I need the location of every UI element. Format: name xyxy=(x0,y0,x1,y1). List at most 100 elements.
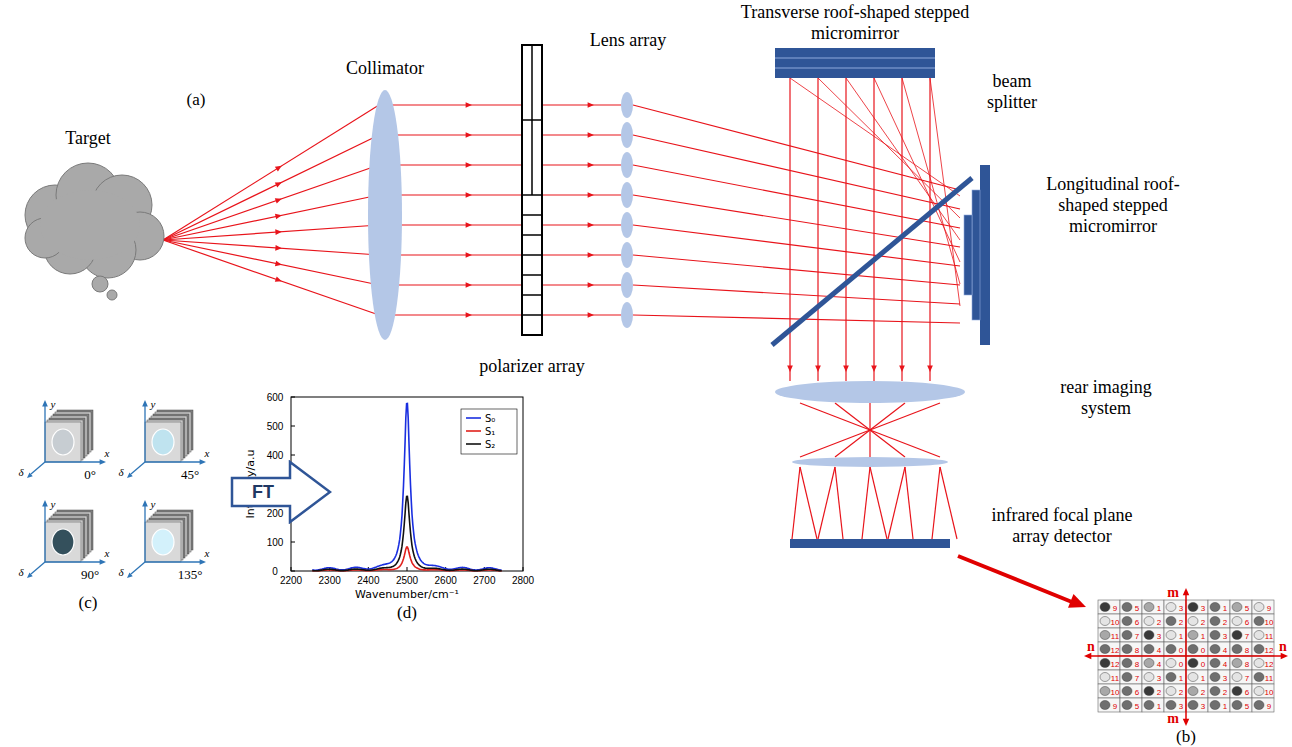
callout-number: 12 xyxy=(1265,645,1274,654)
axis-arrowhead xyxy=(27,473,33,478)
ray-arrowhead xyxy=(275,276,282,281)
scene-thumbnail xyxy=(1254,659,1264,668)
scene-thumbnail xyxy=(1166,673,1176,682)
scene-thumbnail xyxy=(1210,659,1220,668)
scene-thumbnail xyxy=(1166,659,1176,668)
callout-number: 1 xyxy=(1201,631,1205,640)
axis-arrowhead xyxy=(127,573,133,578)
mirror-step xyxy=(775,68,935,69)
light-ray xyxy=(392,194,621,195)
target-cloud xyxy=(25,163,164,300)
grid-cell xyxy=(1098,642,1120,656)
scene-thumbnail xyxy=(1166,631,1176,640)
scene-thumbnail xyxy=(1166,645,1176,654)
callout-number: 7 xyxy=(1245,673,1249,682)
light-ray xyxy=(792,467,800,539)
tick-label: 500 xyxy=(267,421,284,432)
grid-cell xyxy=(1164,614,1186,628)
ray-arrowhead xyxy=(588,312,594,318)
grid-cell xyxy=(1164,670,1186,684)
angle-label: 0° xyxy=(84,467,96,483)
axis-name: y xyxy=(151,498,156,510)
light-ray xyxy=(845,78,846,381)
tick-label: 100 xyxy=(267,537,284,548)
light-ray xyxy=(633,255,960,285)
scene-thumbnail xyxy=(1100,673,1110,682)
light-ray xyxy=(163,240,379,285)
callout-number: 2 xyxy=(1201,617,1205,626)
axis-name: n xyxy=(1087,639,1095,655)
angle-label: 90° xyxy=(81,567,99,583)
scene-thumbnail xyxy=(1122,631,1132,640)
light-ray xyxy=(901,78,902,381)
legend-sample xyxy=(466,443,481,445)
scene-thumbnail xyxy=(1188,687,1198,696)
grid-cell xyxy=(1142,628,1164,642)
axis-line xyxy=(31,562,45,574)
axis-arrowhead xyxy=(27,573,33,578)
axis-line xyxy=(145,461,200,462)
callout-number: 11 xyxy=(1265,673,1273,682)
light-ray xyxy=(817,78,818,381)
scene-thumbnail xyxy=(1210,687,1220,696)
grid-cell xyxy=(1208,600,1230,614)
light-ray xyxy=(940,467,957,539)
block-arrow-shape xyxy=(230,460,332,524)
scene-thumbnail xyxy=(1254,631,1264,640)
callout-number: 11 xyxy=(1111,673,1119,682)
callout-number: 12 xyxy=(1111,659,1120,668)
grid-cell xyxy=(1230,698,1252,712)
scene-thumbnail xyxy=(1188,631,1198,640)
light-ray xyxy=(392,164,621,165)
scene-thumbnail xyxy=(1210,617,1220,626)
ray-arrowhead xyxy=(275,245,282,251)
scene-thumbnail xyxy=(1122,687,1132,696)
component-label: Longitudinal roof-shaped stepped micromi… xyxy=(1026,174,1201,237)
ray-arrowhead xyxy=(275,166,282,172)
callout-number: 10 xyxy=(1111,687,1120,696)
polarizer-divider xyxy=(522,119,542,121)
grid-cell xyxy=(1252,600,1274,614)
light-ray xyxy=(392,314,621,315)
grid-cell xyxy=(1098,628,1120,642)
callout-number: 8 xyxy=(1245,645,1249,654)
ray-arrowhead xyxy=(275,229,282,235)
legend-sample xyxy=(466,430,481,432)
collimator-lens xyxy=(368,90,402,340)
panel-letter: (a) xyxy=(187,90,206,110)
axis-name: y xyxy=(151,398,156,410)
grid-axis-arrowhead xyxy=(1183,719,1190,726)
callout-number: 5 xyxy=(1135,603,1139,612)
scene-thumbnail xyxy=(1166,687,1176,696)
grid-cell xyxy=(1186,642,1208,656)
ray-arrowhead xyxy=(588,222,594,228)
grid-cell xyxy=(1142,698,1164,712)
scene-thumbnail xyxy=(1232,631,1242,640)
tick-label: 2400 xyxy=(357,575,379,586)
scene-thumbnail xyxy=(1144,617,1154,626)
block-arrow: FT xyxy=(230,460,332,524)
scene-thumbnail xyxy=(1188,701,1198,710)
light-ray xyxy=(846,78,960,240)
ray-arrowhead xyxy=(588,282,594,288)
tick-mark xyxy=(291,426,295,427)
spectrum-curve xyxy=(312,496,501,570)
light-ray xyxy=(392,254,621,255)
callout-number: 2 xyxy=(1179,617,1183,626)
tick-mark xyxy=(291,455,295,456)
axis-line xyxy=(45,561,100,562)
callout-number: 3 xyxy=(1223,673,1227,682)
light-ray xyxy=(789,78,790,381)
ray-arrowhead xyxy=(588,162,594,168)
callout-number: 9 xyxy=(1267,603,1271,612)
axis-name: m xyxy=(1167,711,1179,727)
scene-thumbnail xyxy=(1232,659,1242,668)
light-ray xyxy=(932,467,940,539)
light-ray xyxy=(392,224,621,225)
polarizer-divider xyxy=(522,234,542,236)
grid-cell xyxy=(1230,628,1252,642)
transverse-micromirror xyxy=(775,48,935,78)
grid-cell xyxy=(1230,670,1252,684)
axis-line xyxy=(144,506,145,562)
legend-text: S₂ xyxy=(485,439,495,450)
